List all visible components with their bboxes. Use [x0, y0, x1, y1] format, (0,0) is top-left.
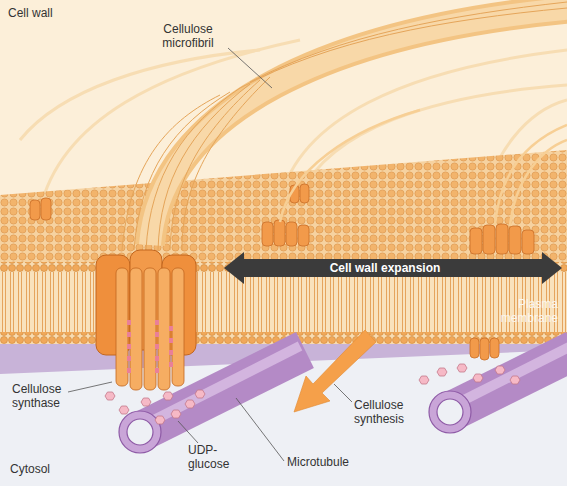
synthase-subunit	[490, 338, 499, 358]
synthase-tube	[116, 268, 128, 386]
glucose-unit	[127, 320, 131, 325]
arrow-head	[542, 252, 562, 284]
udp-glucose	[141, 398, 151, 406]
membrane-tails	[0, 272, 567, 332]
region-label: Cytosol	[10, 462, 100, 476]
udp-glucose	[495, 366, 505, 374]
udp-glucose	[195, 390, 205, 398]
synthase-subunit	[483, 225, 495, 254]
glucose-unit	[155, 368, 159, 373]
glucose-unit	[127, 344, 131, 349]
process-label: Cellulose synthesis	[354, 398, 434, 426]
leader-line	[68, 382, 112, 392]
synthase-tube	[144, 268, 156, 390]
microtubule	[429, 344, 567, 433]
glucose-chain	[127, 320, 173, 373]
udp-glucose	[419, 376, 429, 384]
part-label: Cellulose microfibril	[146, 22, 230, 50]
synthase-subunit	[41, 198, 51, 220]
fibril-strand	[250, 2, 567, 82]
synthase-subunit	[470, 228, 482, 254]
udp-glucose	[171, 410, 181, 418]
glucose-unit	[155, 320, 159, 325]
glucose-unit	[155, 344, 159, 349]
fibril-strand	[495, 125, 567, 225]
microtubule-lumen	[437, 399, 463, 425]
synthase-subunit	[262, 222, 273, 246]
glucose-unit	[169, 326, 173, 331]
leader-line	[228, 48, 272, 88]
udp-glucose	[105, 392, 115, 400]
leader-line	[178, 421, 198, 443]
fibril-strand	[280, 110, 420, 222]
microtubule-end	[429, 391, 471, 433]
udp-glucose	[457, 364, 467, 372]
background-fibril-strands	[280, 110, 567, 226]
fibril-strand	[510, 140, 567, 226]
leader-line	[334, 384, 352, 402]
part-label: UDP-glucose	[188, 443, 240, 471]
region-label: Cell wall	[8, 6, 98, 20]
udp-glucose	[473, 374, 483, 382]
arrow-shaft	[238, 259, 548, 277]
synthase-subunit	[470, 338, 479, 358]
fibril-strand	[182, 77, 270, 250]
part-label: Cellulose synthase	[12, 382, 84, 410]
synthase-subunit	[496, 224, 508, 254]
fibril-strand	[240, 8, 567, 88]
small-synthase	[470, 338, 499, 360]
glucose-unit	[155, 332, 159, 337]
udp-glucose	[510, 376, 520, 384]
synthase-subunit	[522, 230, 534, 254]
synthase-subunit	[298, 225, 309, 246]
microfibril-strands	[122, 2, 567, 250]
synthase-tube	[158, 268, 170, 390]
synthase-subunit	[300, 184, 309, 203]
synthase-subunit	[480, 338, 489, 360]
udp-glucose	[155, 416, 165, 424]
synthase-subunit	[286, 222, 297, 246]
synthase-tube	[172, 268, 184, 386]
glucose-unit	[127, 332, 131, 337]
microtubule-end	[119, 411, 161, 453]
synthase-subunit	[30, 200, 40, 220]
udp-glucose	[163, 392, 173, 400]
expansion-arrow	[224, 252, 562, 284]
leader-line	[236, 398, 284, 461]
glucose-unit	[169, 350, 173, 355]
part-label: Microtubule	[287, 455, 387, 469]
glucose-unit	[169, 338, 173, 343]
glucose-unit	[155, 356, 159, 361]
background-synthases	[30, 184, 534, 254]
microtubule-lumen	[127, 419, 153, 445]
udp-glucose	[119, 406, 129, 414]
synthase-subunit	[274, 220, 285, 246]
arrow-head	[224, 252, 244, 284]
glucose-unit	[127, 368, 131, 373]
udp-glucose	[437, 368, 447, 376]
glucose-unit	[169, 362, 173, 367]
cell-wall-background	[0, 0, 567, 265]
synthase-subunit	[509, 226, 521, 254]
part-label: Plasma membrane	[484, 297, 558, 325]
arrow-label: Cell wall expansion	[300, 261, 470, 275]
synthase-tube	[130, 268, 142, 390]
glucose-unit	[127, 356, 131, 361]
leader-lines	[68, 48, 352, 461]
cellulose-synthase	[96, 250, 196, 390]
udp-glucose	[185, 400, 195, 408]
